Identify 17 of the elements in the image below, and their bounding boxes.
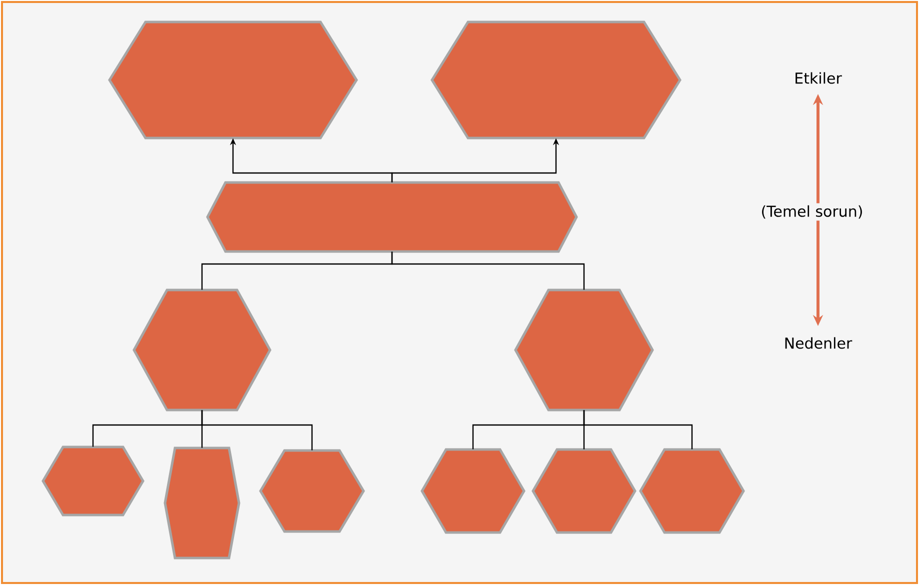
hexagon-shape	[206, 181, 578, 253]
hexagon-shape	[639, 448, 745, 534]
hexagon-shape	[259, 449, 365, 533]
connector-line	[583, 410, 693, 450]
hexagon-shape	[420, 448, 526, 534]
side-label: Etkiler	[792, 70, 844, 86]
connector-line	[391, 252, 585, 290]
side-label: (Temel sorun)	[758, 203, 866, 221]
hexagon-shape	[132, 288, 272, 412]
hexagon-shape	[42, 446, 144, 516]
hexagon-shape	[164, 446, 240, 560]
hexagon-shape	[532, 448, 636, 534]
hexagon-shape	[108, 20, 358, 140]
hexagon-shape	[430, 20, 682, 140]
hexagon-shape	[514, 288, 654, 412]
connector-line	[201, 410, 313, 450]
side-label: Nedenler	[782, 335, 854, 351]
